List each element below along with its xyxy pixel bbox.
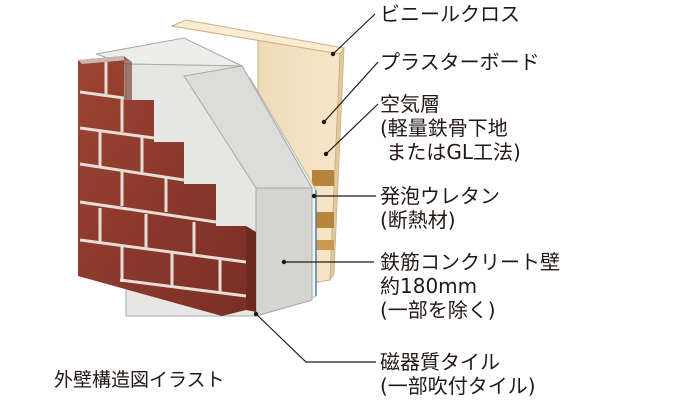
label-porcelain-tile: 磁器質タイル (一部吹付タイル): [380, 350, 536, 398]
tile-layer: [78, 56, 256, 316]
label-plaster-board: プラスターボード: [380, 50, 540, 74]
leader-dots: [253, 51, 336, 317]
caption: 外壁構造図イラスト: [54, 369, 225, 391]
label-air-layer: 空気層 (軽量鉄骨下地 またはGL工法): [380, 92, 521, 164]
stud-layer: [312, 170, 334, 250]
label-urethane-foam: 発泡ウレタン (断熱材): [380, 184, 500, 232]
label-rc-wall: 鉄筋コンクリート壁 約180mm (一部を除く): [380, 250, 560, 322]
leader-lines: [255, 13, 379, 363]
label-vinyl-cloth: ビニールクロス: [380, 2, 520, 26]
